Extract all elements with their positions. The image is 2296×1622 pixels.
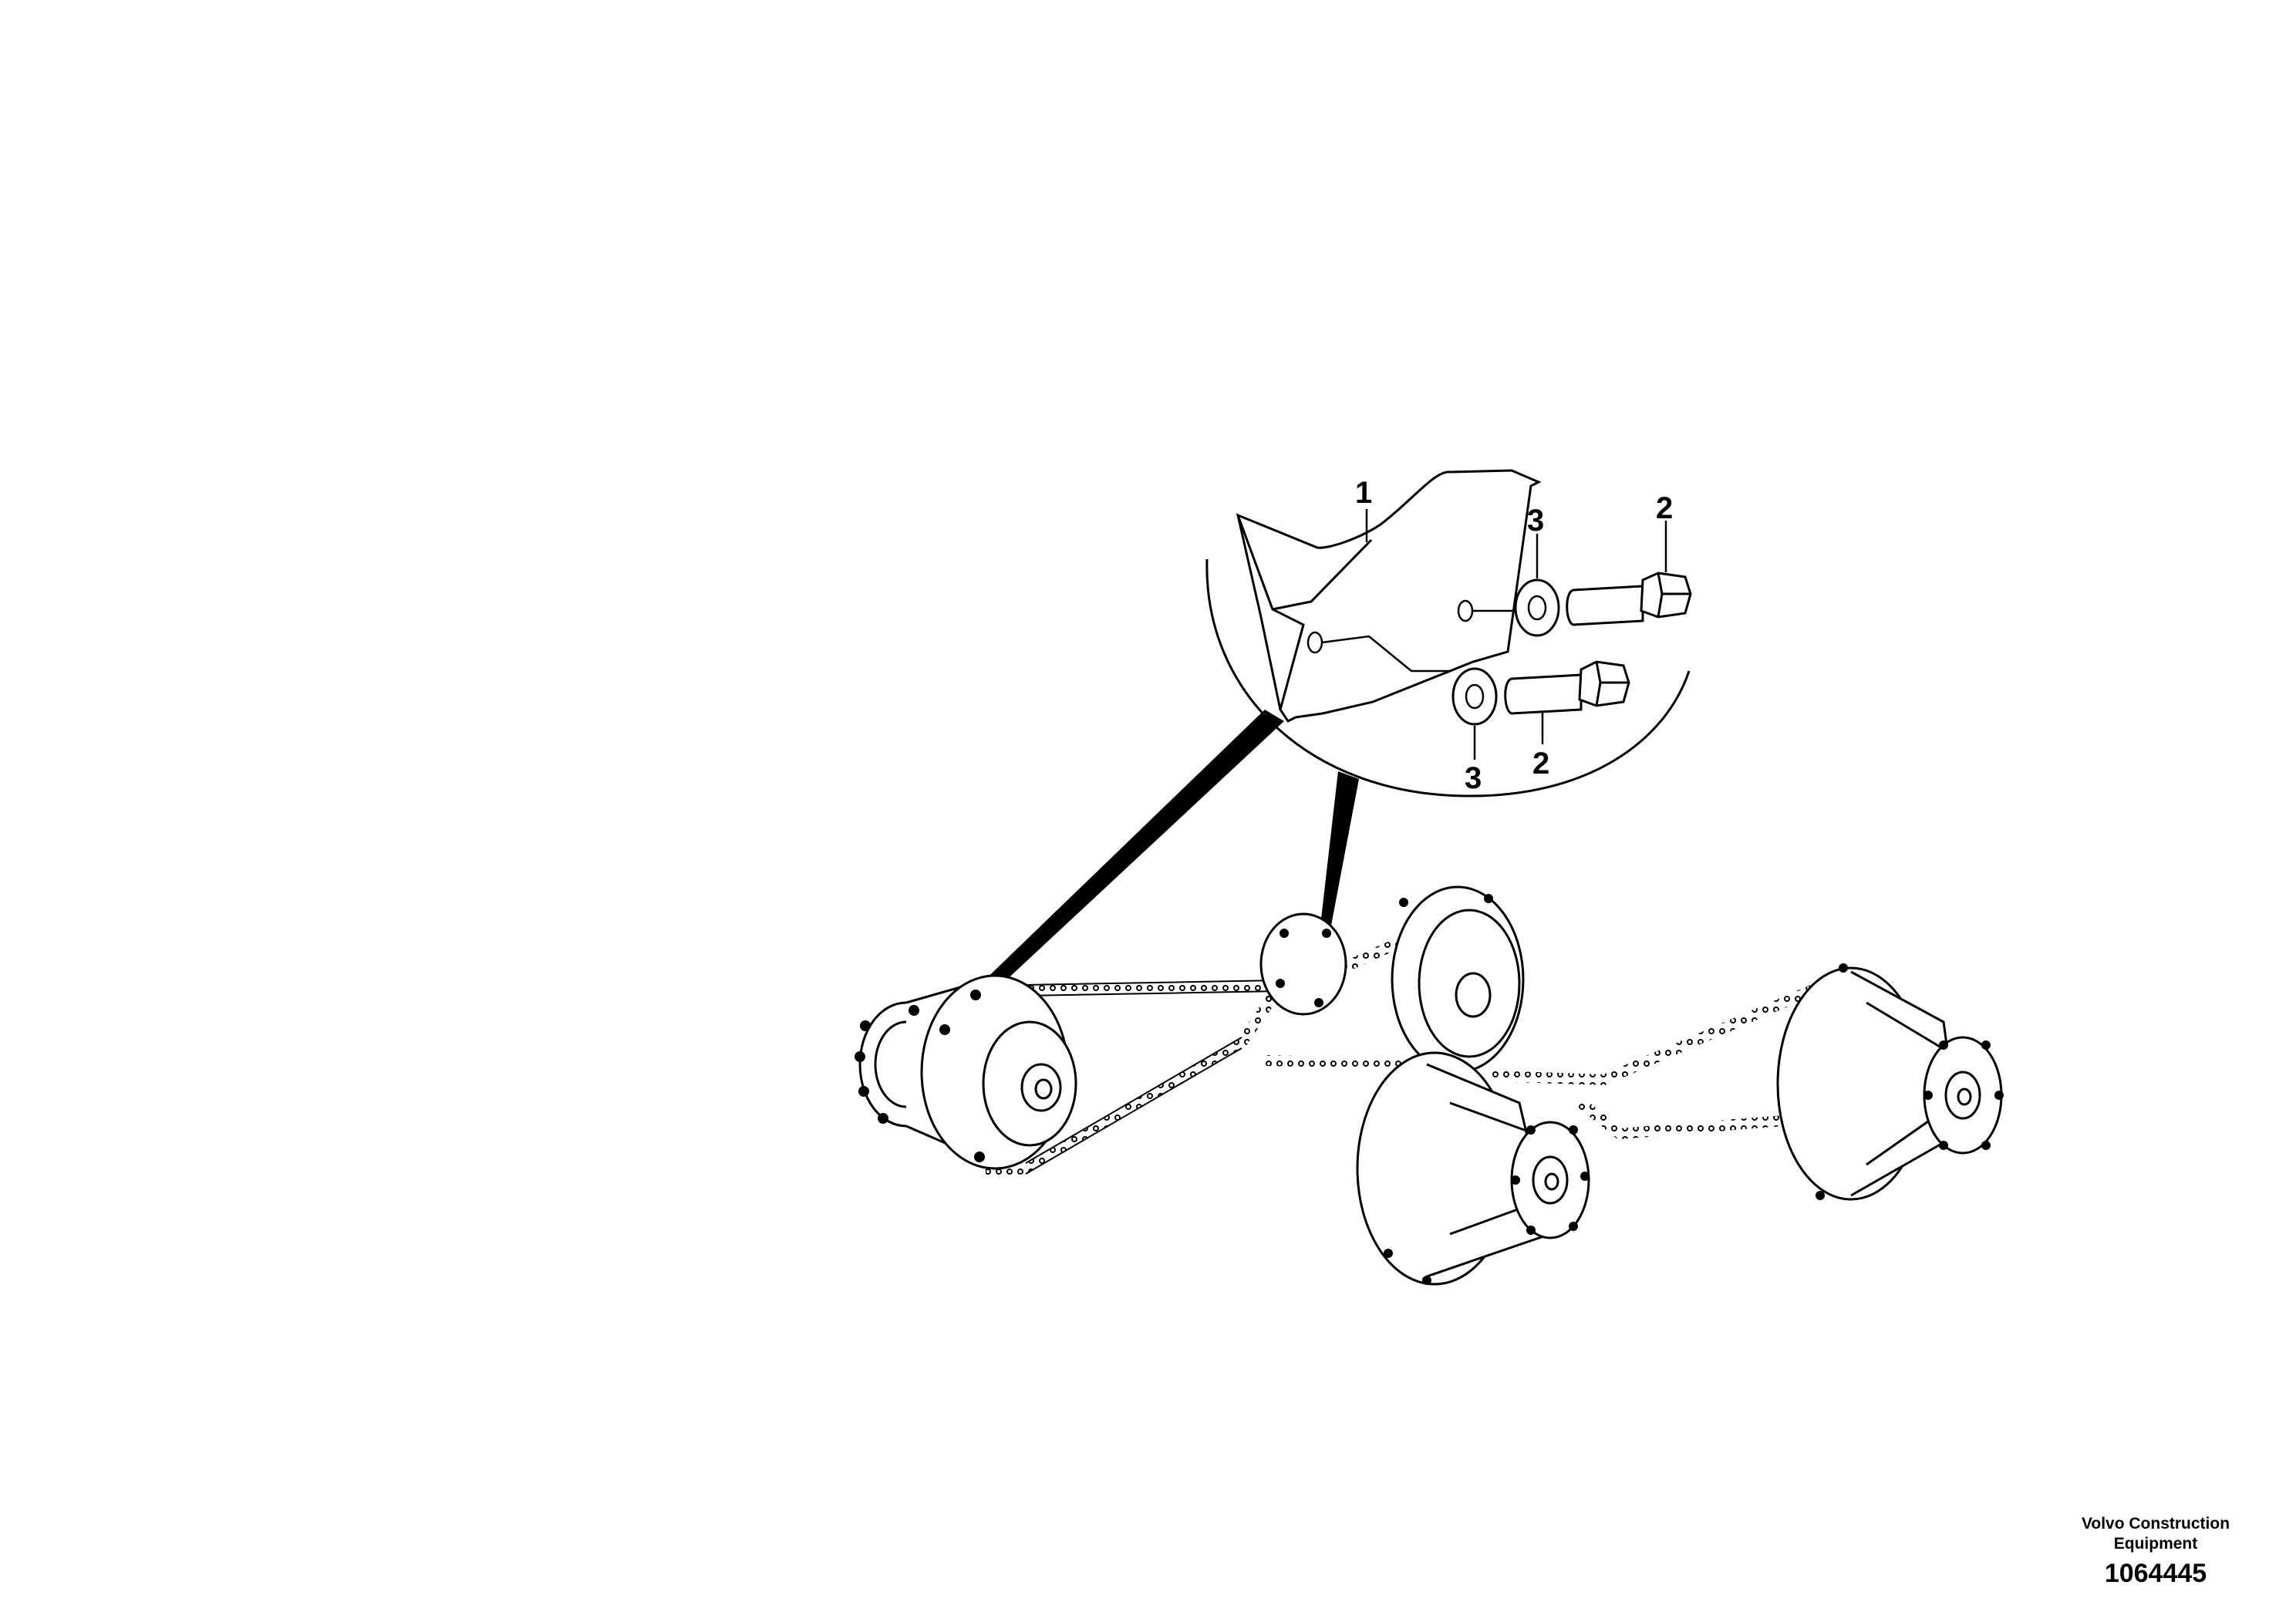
sprocket-upper-middle — [1259, 885, 1525, 1074]
callout-part-3-upper: 3 — [1527, 504, 1544, 538]
callout-part-3-lower: 3 — [1465, 761, 1482, 795]
wheel-hub-right — [1776, 963, 2004, 1201]
callout-part-2-lower: 2 — [1532, 747, 1549, 781]
drive-chain-right — [1488, 974, 1835, 1140]
drive-chain-left — [983, 980, 1291, 1178]
detail-leader-wedge-left — [929, 710, 1284, 1037]
detail-leader-wedge-right — [1320, 771, 1359, 929]
detail-view-bubble — [1205, 469, 1692, 798]
washer-lower — [1451, 667, 1498, 726]
brand-name-line-1: Volvo Construction — [2081, 1515, 2230, 1533]
wheel-hub-center — [1356, 1051, 1590, 1286]
wheel-hub-left — [855, 974, 1077, 1170]
callout-part-1: 1 — [1355, 476, 1372, 510]
figure-footer: Volvo Construction Equipment 1064445 — [1994, 1514, 2296, 1589]
callout-part-2-upper: 2 — [1656, 491, 1673, 525]
bolt-lower — [1504, 660, 1630, 715]
washer-upper — [1514, 578, 1560, 637]
brand-name-line-2: Equipment — [2113, 1535, 2198, 1553]
bolt-upper — [1566, 572, 1692, 626]
chain-drive-assembly — [855, 885, 2004, 1286]
bracket-plate — [1236, 469, 1542, 723]
figure-number: 1064445 — [2104, 1559, 2207, 1588]
